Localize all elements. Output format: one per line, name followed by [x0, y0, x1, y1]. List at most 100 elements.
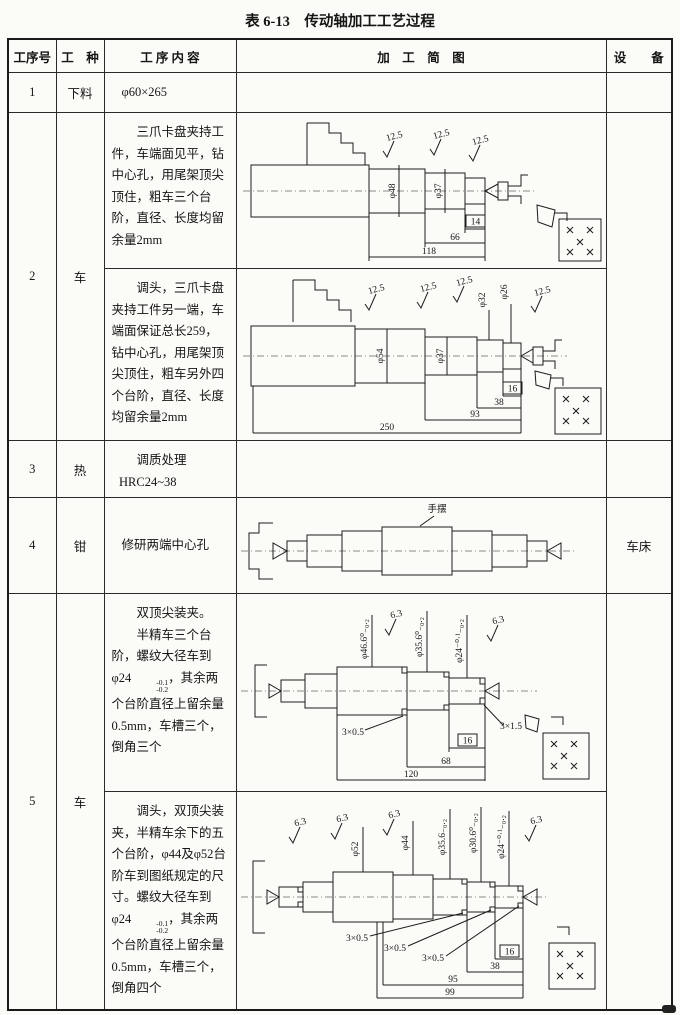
op4-worktype: 钳 [55, 497, 105, 594]
diameter-label: φ37 [436, 348, 446, 363]
header-work-type: 工 种 [55, 38, 105, 73]
diameter-label: φ35.6⁰₋₀.₂ [414, 617, 425, 657]
op4-equipment: 车床 [605, 497, 673, 594]
header-sketch: 加 工 简 图 [235, 38, 607, 73]
dim-value: 93 [470, 410, 480, 420]
tolerance-upper: -0.1 [156, 918, 169, 928]
diameter-label: φ30.6⁰₋₀.₂ [468, 813, 479, 853]
process-text: 调头，双顶尖装夹，半精车余下的五个台阶，φ44及φ52台阶车到图纸规定的尺寸。螺… [112, 801, 229, 1000]
op2-drawing-setup2: 12.5 12.5 12.5 12.5 φ54 φ37 [235, 268, 607, 441]
dim-value-boxed: 16 [508, 384, 518, 394]
process-text: φ60×265 [121, 84, 168, 99]
groove-label: 3×0.5 [346, 934, 368, 944]
op3-drawing-empty [235, 440, 607, 498]
centers [272, 541, 562, 560]
process-text: 双顶尖装夹。 [136, 606, 212, 620]
groove-label: 3×0.5 [342, 728, 364, 738]
roughness-value: 6.3 [293, 817, 307, 830]
header-row: 工序号 工 种 工 序 内 容 加 工 简 图 设 备 [7, 38, 673, 73]
op1-content: φ60×265 [103, 72, 237, 113]
lathe-dog [248, 522, 273, 579]
process-text-run: ，其余两个台阶直径上留余量0.5mm，车槽三个，倒角四个 [111, 911, 225, 996]
shaft-profile [286, 526, 548, 575]
dim-value: 66 [450, 233, 460, 243]
surface-roughness-marks: 12.5 12.5 12.5 12.5 [364, 275, 552, 313]
roughness-value: 6.3 [387, 809, 401, 822]
process-text: 调头，三爪卡盘夹持工件另一端，车端面保证总长259，钻中心孔，用尾架顶尖顶住，粗… [111, 281, 225, 424]
dim-value: 250 [380, 423, 395, 433]
tailstock-center [483, 174, 528, 204]
header-op-number: 工序号 [7, 38, 57, 73]
row-op1: 1 下料 φ60×265 [7, 72, 673, 113]
dim-value: 118 [422, 247, 436, 257]
op1-worktype: 下料 [55, 72, 105, 113]
tool-post [558, 218, 602, 261]
dim-value: 68 [441, 757, 451, 767]
drawing-op5-setup1: φ46.6⁰₋₀.₂ φ35.6⁰₋₀.₂ φ24⁻⁰·¹₋₀.₂ 6.3 6.… [241, 608, 590, 781]
tool-post [542, 732, 590, 779]
op5-content-setup2: 调头，双顶尖装夹，半精车余下的五个台阶，φ44及φ52台阶车到图纸规定的尺寸。螺… [103, 791, 237, 1010]
row-op5-setup1: 5 车 双顶尖装夹。 半精车三个台阶，螺纹大径车到φ24-0.1-0.2，其余两… [7, 593, 673, 1010]
roughness-value: 12.5 [455, 275, 474, 289]
roughness-value: 6.3 [389, 608, 403, 621]
op2-equipment [605, 112, 673, 441]
cutting-tool [524, 713, 564, 733]
row-op5-setup2: 调头，双顶尖装夹，半精车余下的五个台阶，φ44及φ52台阶车到图纸规定的尺寸。螺… [8, 791, 672, 1010]
tolerance-stack: -0.1-0.2 [131, 677, 169, 695]
process-text-run: 调头，双顶尖装夹，半精车余下的五个台阶，φ44及φ52台阶车到图纸规定的尺寸。螺… [111, 804, 226, 926]
grooves [401, 666, 486, 715]
diameter-label: φ37 [434, 183, 444, 198]
tool-post [554, 387, 602, 434]
diameter-label: φ24⁻⁰·¹₋₀.₂ [496, 815, 507, 859]
diameter-dimensions: φ48 φ37 [388, 164, 446, 217]
dim-value-boxed: 16 [463, 736, 473, 746]
dim-value: 95 [448, 975, 458, 985]
op2-number: 2 [7, 112, 57, 441]
op5-equipment [605, 593, 673, 1010]
dim-value: 120 [404, 770, 419, 780]
op3-equipment [605, 440, 673, 498]
dim-value: 38 [490, 962, 500, 972]
op2-drawing-setup1: 12.5 12.5 12.5 φ48 φ37 [235, 112, 607, 269]
chuck-jaws [306, 122, 366, 165]
groove-label: 3×1.5 [500, 722, 522, 732]
process-text: 半精车三个台阶，螺纹大径车到φ24-0.1-0.2，其余两个台阶直径上留余量0.… [112, 625, 229, 759]
roughness-value: 6.3 [529, 815, 543, 828]
dim-value: 38 [494, 398, 504, 408]
surface-roughness-marks: 6.3 6.3 [384, 608, 506, 642]
centers [268, 681, 500, 700]
length-dimensions: 16 68 120 [336, 703, 486, 781]
op5-worktype: 车 [55, 593, 105, 1010]
roughness-value: 12.5 [367, 283, 386, 297]
diameter-label: φ32 [478, 292, 488, 307]
lathe-dog [252, 860, 265, 934]
tolerance-lower: -0.2 [156, 926, 169, 936]
tailstock-center [520, 339, 562, 369]
op5-drawing-setup1: φ46.6⁰₋₀.₂ φ35.6⁰₋₀.₂ φ24⁻⁰·¹₋₀.₂ 6.3 6.… [235, 593, 607, 792]
tolerance-upper: -0.1 [156, 677, 169, 687]
op4-drawing: 手摆 [235, 497, 607, 594]
process-text-run: 半精车三个台阶，螺纹大径车到φ24 [111, 627, 212, 685]
scan-artifact [662, 1005, 676, 1013]
tolerance-lower: -0.2 [156, 685, 169, 695]
header-content: 工 序 内 容 [103, 38, 237, 73]
diameter-label: φ24⁻⁰·¹₋₀.₂ [454, 619, 465, 663]
diameter-label: φ52 [351, 842, 361, 857]
diameter-label: φ26 [500, 284, 510, 299]
row-op2-setup1: 2 车 三爪卡盘夹持工件，车端面见平，钻中心孔，用尾架顶尖顶住，粗车三个台阶，直… [7, 112, 673, 441]
op1-equipment [605, 72, 673, 113]
drawing-op2-setup2: 12.5 12.5 12.5 12.5 φ54 φ37 [243, 275, 602, 434]
op3-worktype: 热 [55, 440, 105, 498]
dim-value: 99 [445, 988, 455, 998]
header-equipment: 设 备 [605, 38, 673, 73]
op3-number: 3 [7, 440, 57, 498]
drawing-op5-setup2: φ52 φ44 φ35.6₋₀.₂ φ30.6⁰₋₀.₂ φ24⁻⁰·¹₋₀.₂… [241, 807, 596, 999]
diameter-dimensions: φ46.6⁰₋₀.₂ φ35.6⁰₋₀.₂ φ24⁻⁰·¹₋₀.₂ [359, 610, 468, 678]
roughness-value: 12.5 [419, 281, 438, 295]
cutting-tool [536, 203, 568, 228]
row-op4: 4 钳 修研两端中心孔 [7, 497, 673, 594]
length-dimensions: 16 38 93 250 [252, 368, 523, 433]
op5-drawing-setup2: φ52 φ44 φ35.6₋₀.₂ φ30.6⁰₋₀.₂ φ24⁻⁰·¹₋₀.₂… [235, 791, 607, 1010]
roughness-value: 12.5 [385, 130, 404, 144]
diameter-label: φ46.6⁰₋₀.₂ [359, 619, 370, 659]
